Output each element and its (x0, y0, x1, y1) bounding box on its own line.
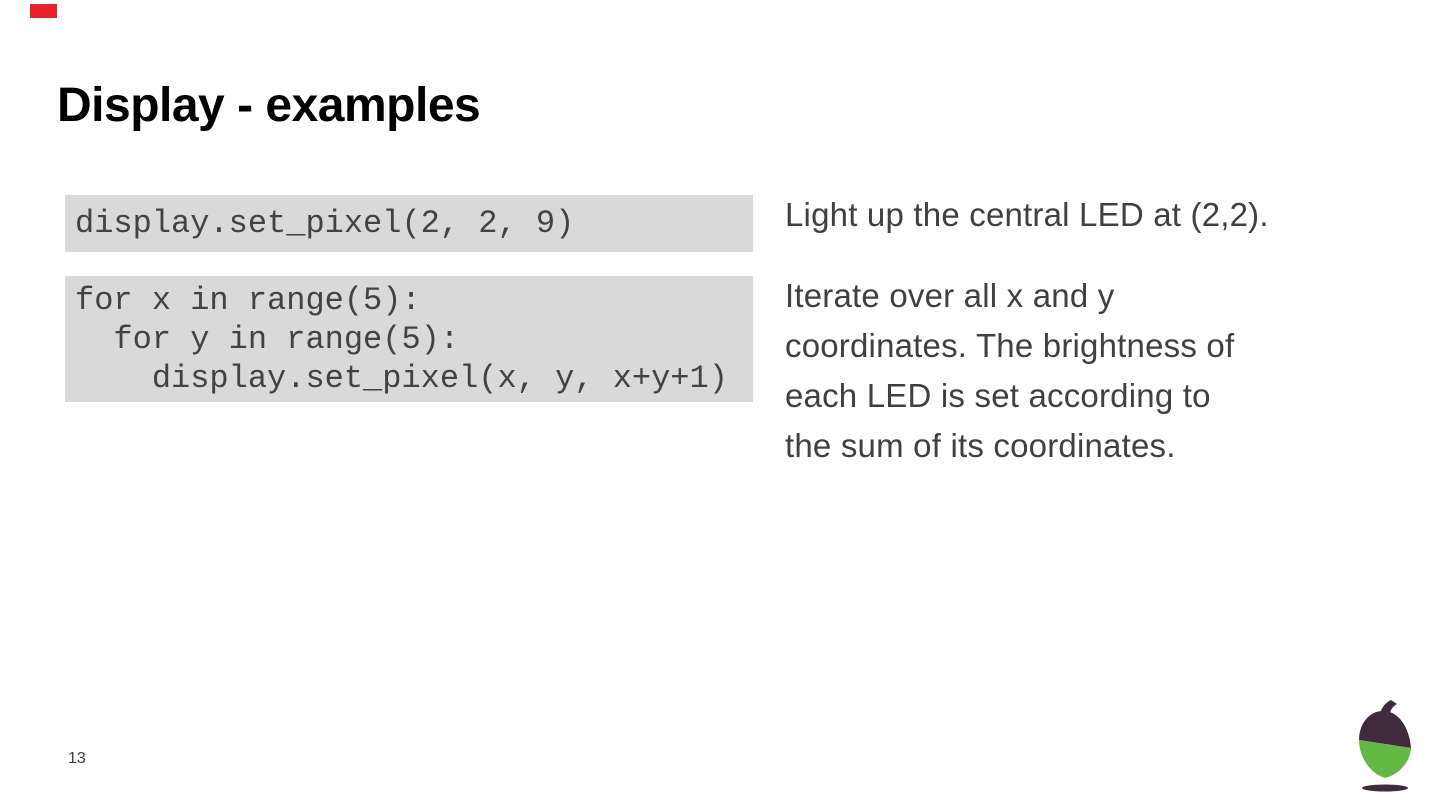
red-accent-mark (30, 4, 57, 18)
code-line: display.set_pixel(x, y, x+y+1) (75, 360, 728, 397)
annotation-line: Light up the central LED at (2,2). (785, 196, 1269, 233)
acorn-body-icon (1359, 740, 1411, 778)
acorn-shadow-icon (1362, 784, 1408, 792)
code-line: for x in range(5): (75, 282, 421, 319)
annotation-nested-loop: Iterate over all x and y coordinates. Th… (785, 271, 1234, 471)
acorn-cap-icon (1359, 711, 1411, 748)
page-number: 13 (68, 750, 86, 767)
code-line: display.set_pixel(2, 2, 9) (75, 205, 575, 242)
annotation-line: each LED is set according to (785, 377, 1211, 414)
slide-title: Display - examples (57, 79, 481, 132)
code-line: for y in range(5): (75, 321, 460, 358)
annotation-set-pixel: Light up the central LED at (2,2). (785, 190, 1269, 240)
acorn-logo (1359, 700, 1411, 792)
code-block-nested-loop: for x in range(5): for y in range(5): di… (65, 276, 753, 402)
code-block-set-pixel: display.set_pixel(2, 2, 9) (65, 195, 753, 252)
annotation-line: the sum of its coordinates. (785, 427, 1176, 464)
annotation-line: Iterate over all x and y (785, 277, 1115, 314)
annotation-line: coordinates. The brightness of (785, 327, 1235, 364)
